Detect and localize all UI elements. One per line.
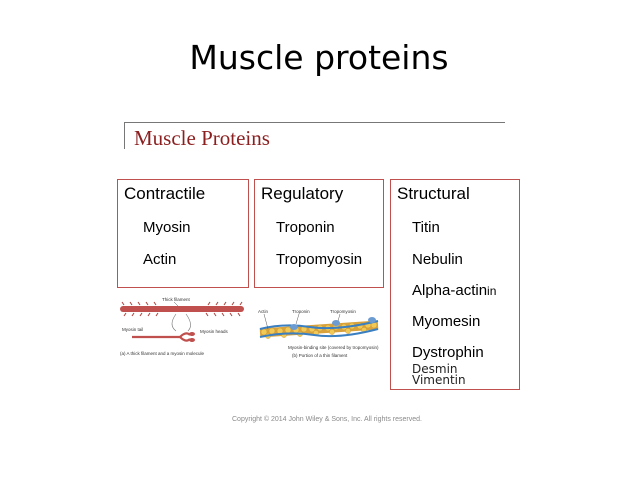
tropomyosin-label: Tropomyosin [330,309,356,314]
copyright-notice: Copyright © 2014 John Wiley & Sons, Inc.… [232,416,422,423]
myosin-tail-label: Myosin tail [122,327,143,332]
contractile-item-myosin: Myosin [143,219,191,236]
contractile-box [117,179,249,288]
contractile-item-actin: Actin [143,251,177,268]
structural-item-nebulin: Nebulin [412,251,463,268]
regulatory-box [254,179,384,288]
panel-divider-left [124,122,125,149]
structural-item-myomesin: Myomesin [412,313,481,330]
contractile-heading: Contractile [124,184,206,203]
thin-filament-figure: Actin Troponin Tropomyosin Myosin-bindin… [258,309,379,358]
structural-item-desmin: Desmin [412,362,458,376]
figure-a-caption: (a) A thick filament and a myosin molecu… [120,351,205,356]
thick-filament-shape [120,306,244,312]
panel-divider-top [124,122,505,123]
actin-label: Actin [258,309,269,314]
structural-item-dystrophin: Dystrophin [412,344,484,361]
slide-title: Muscle proteins [189,38,449,77]
troponin-label: Troponin [292,309,310,314]
structural-box [390,179,520,390]
thin-filament-shape [259,317,379,339]
panel-title: Muscle Proteins [134,126,270,150]
binding-site-label: Myosin-binding site (covered by tropomyo… [288,345,379,350]
thick-filament-figure: Thick filament Myosin tail Myosin heads … [120,297,244,356]
thick-filament-label: Thick filament [162,297,191,302]
regulatory-heading: Regulatory [261,184,344,203]
myosin-heads-label: Myosin heads [200,329,229,334]
regulatory-item-troponin: Troponin [276,219,335,236]
regulatory-item-tropomyosin: Tropomyosin [276,251,363,268]
structural-item-titin: Titin [412,219,440,236]
alpha-actin-suffix: in [487,284,497,298]
structural-heading: Structural [397,184,470,203]
figure-b-caption: (b) Portion of a thin filament [292,353,348,358]
structural-item-vimentin: Vimentin [412,373,466,387]
alpha-actin-label: Alpha-actin [412,282,488,299]
structural-item-alpha-actinin: Alpha-actinin [412,282,496,299]
